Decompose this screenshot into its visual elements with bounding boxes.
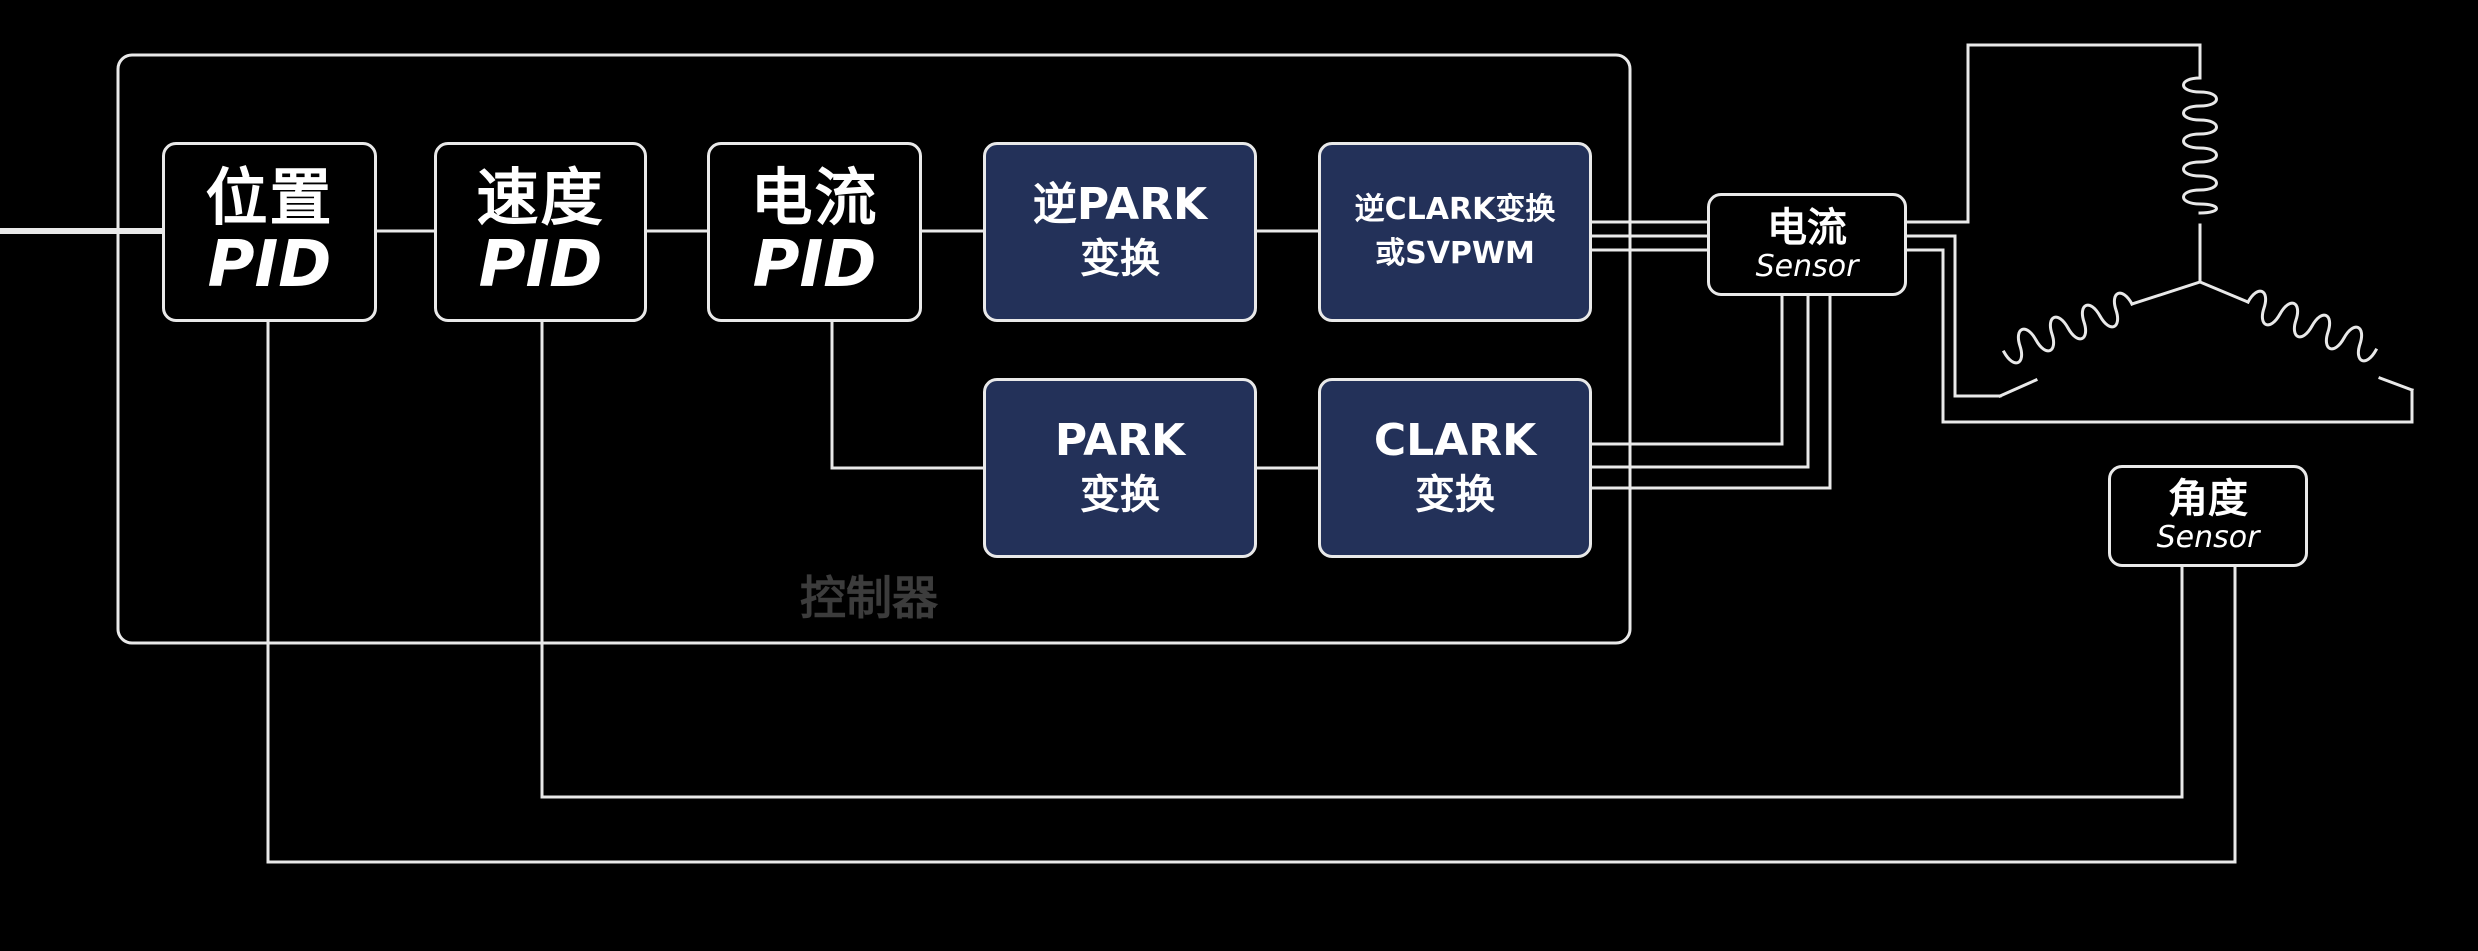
wire-current-sensor-to-clark	[1590, 294, 1832, 490]
current-sensor-title: 电流	[1767, 204, 1847, 251]
park-subtitle: 变换	[1080, 472, 1160, 518]
position-pid-subtitle: PID	[207, 228, 332, 302]
current-sensor-subtitle: Sensor	[1755, 248, 1859, 284]
angle-sensor-subtitle: Sensor	[2156, 520, 2260, 555]
controller-label: 控制器	[800, 571, 938, 625]
wire-angle-to-position-feedback	[266, 320, 2237, 864]
speed-pid-block: 速度 PID	[434, 142, 647, 322]
current-pid-title: 电流	[750, 161, 879, 234]
inverse-clark-title: 逆CLARK变换	[1354, 192, 1556, 227]
clark-title: CLARK	[1373, 415, 1537, 466]
wire-angle-to-speed-feedback	[540, 320, 2184, 799]
wire-park-to-current-pid	[830, 320, 985, 470]
inverse-clark-subtitle: 或SVPWM	[1375, 236, 1535, 271]
current-pid-block: 电流 PID	[707, 142, 922, 322]
current-sensor-block: 电流 Sensor	[1707, 193, 1907, 296]
angle-sensor-block: 角度 Sensor	[2108, 465, 2308, 567]
inverse-park-subtitle: 变换	[1080, 236, 1160, 282]
controller-frame	[116, 53, 1632, 645]
motor-coil-right	[2245, 289, 2379, 363]
current-pid-subtitle: PID	[752, 228, 877, 302]
position-pid-block: 位置 PID	[162, 142, 377, 322]
park-block: PARK 变换	[983, 378, 1257, 558]
inverse-park-block: 逆PARK 变换	[983, 142, 1257, 322]
park-title: PARK	[1054, 415, 1186, 466]
motor-icon	[1970, 43, 2414, 424]
position-pid-title: 位置	[205, 161, 334, 234]
clark-subtitle: 变换	[1415, 472, 1495, 518]
wire-invclark-to-current-sensor	[1590, 220, 1709, 252]
speed-pid-subtitle: PID	[478, 228, 603, 302]
inverse-park-title: 逆PARK	[1032, 179, 1208, 230]
motor-coil-left	[2001, 291, 2135, 365]
wire-current-sensor-to-motor	[1905, 43, 2414, 424]
clark-block: CLARK 变换	[1318, 378, 1592, 558]
motor-coil-top	[2182, 76, 2218, 215]
angle-sensor-title: 角度	[2168, 476, 2248, 522]
inverse-clark-svpwm-block: 逆CLARK变换 或SVPWM	[1318, 142, 1592, 322]
speed-pid-title: 速度	[476, 161, 605, 234]
